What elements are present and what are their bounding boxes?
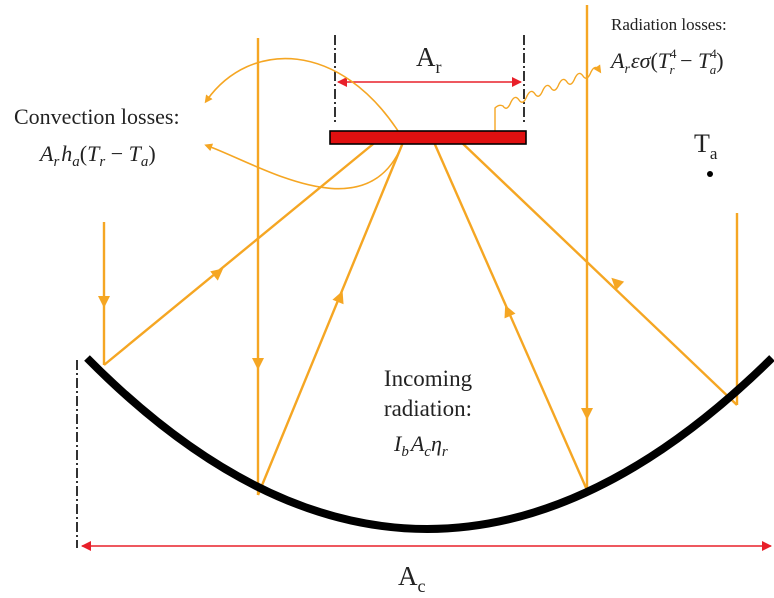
reflected-arrowhead-1 <box>210 268 224 281</box>
parabolic-reflector <box>84 355 774 533</box>
incident-arrowhead-1 <box>98 296 110 308</box>
convection-curve-lower <box>204 139 405 190</box>
convection-formula: Arha(Tr − Ta) <box>38 141 156 170</box>
reflected-ray-1 <box>103 139 379 366</box>
incident-arrowhead-3 <box>581 408 593 420</box>
convection-loss-curves <box>204 57 405 190</box>
receiver <box>329 130 527 145</box>
ambient-point <box>707 171 713 177</box>
ambient-temp-label: Ta <box>694 129 718 163</box>
radiation-loss-wave <box>494 64 602 132</box>
incoming-label-line1: Incoming <box>384 366 473 391</box>
radiation-title: Radiation losses: <box>611 15 727 34</box>
reflected-arrowhead-4 <box>611 277 625 291</box>
incoming-label-line2: radiation: <box>384 396 472 421</box>
convection-curve-upper <box>204 57 401 135</box>
reflected-arrowhead-3 <box>504 305 516 319</box>
incident-ray-arrowheads <box>98 296 593 420</box>
reflected-arrowhead-2 <box>332 290 344 305</box>
collector-area-label: Ac <box>398 561 426 596</box>
convection-title: Convection losses: <box>14 104 180 129</box>
reflected-ray-4 <box>458 139 738 406</box>
reflected-ray-arrowheads <box>210 268 625 319</box>
receiver-area-label: Ar <box>416 42 442 77</box>
incident-rays <box>102 5 739 495</box>
incident-arrowhead-2 <box>252 358 264 370</box>
reflected-ray-2 <box>256 139 406 496</box>
incoming-formula: IbAcηr <box>393 431 448 460</box>
